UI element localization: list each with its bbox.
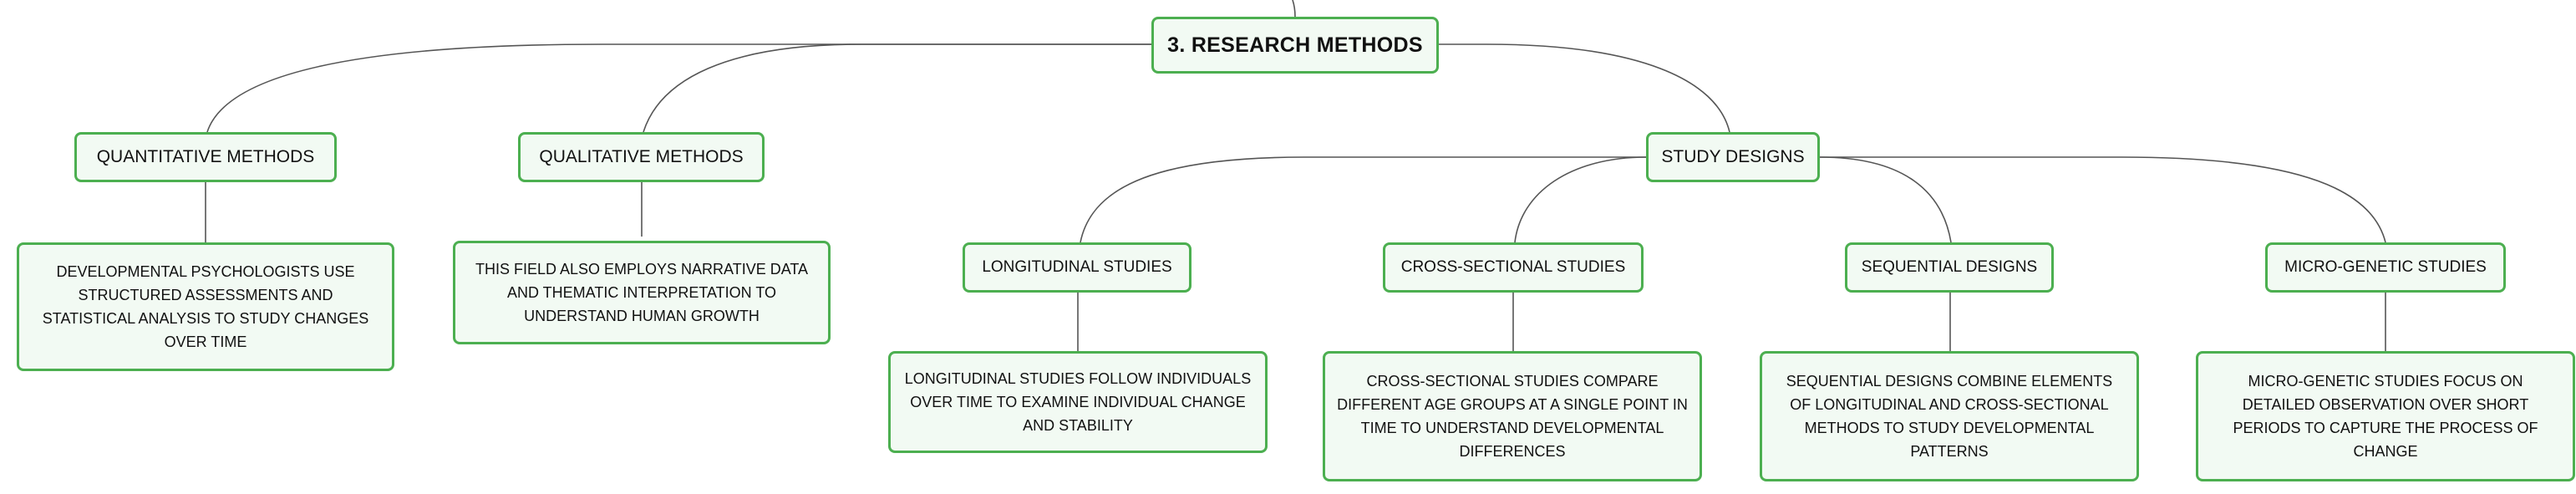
qualitative-methods-label: QUALITATIVE METHODS xyxy=(539,147,744,166)
sequential-designs-label: SEQUENTIAL DESIGNS xyxy=(1861,258,2038,276)
quantitative-methods-detail[interactable]: DEVELOPMENTAL PSYCHOLOGISTS USE STRUCTUR… xyxy=(17,242,394,371)
quantitative-methods-node[interactable]: QUANTITATIVE METHODS xyxy=(74,132,337,182)
longitudinal-studies-detail[interactable]: LONGITUDINAL STUDIES FOLLOW INDIVIDUALS … xyxy=(888,351,1268,453)
sequential-designs-node[interactable]: SEQUENTIAL DESIGNS xyxy=(1845,242,2054,293)
longitudinal-studies-label: LONGITUDINAL STUDIES xyxy=(982,258,1172,276)
cross-sectional-studies-label: CROSS-SECTIONAL STUDIES xyxy=(1400,258,1626,276)
connector-designs-micro-genetic xyxy=(1820,156,2386,243)
connector-designs-cross-sectional xyxy=(1514,156,1647,243)
longitudinal-studies-node[interactable]: LONGITUDINAL STUDIES xyxy=(963,242,1191,293)
micro-genetic-studies-label: MICRO-GENETIC STUDIES xyxy=(2284,258,2487,276)
micro-genetic-studies-detail-text: MICRO-GENETIC STUDIES FOCUS ON DETAILED … xyxy=(2233,373,2538,460)
qualitative-methods-detail-text: THIS FIELD ALSO EMPLOYS NARRATIVE DATA A… xyxy=(475,261,809,324)
micro-genetic-studies-detail[interactable]: MICRO-GENETIC STUDIES FOCUS ON DETAILED … xyxy=(2196,351,2575,481)
connector-root-qualitative xyxy=(643,43,1151,133)
connector-designs-sequential xyxy=(1819,156,1952,243)
sequential-designs-detail[interactable]: SEQUENTIAL DESIGNS COMBINE ELEMENTS OF L… xyxy=(1760,351,2139,481)
cross-sectional-studies-detail-text: CROSS-SECTIONAL STUDIES COMPARE DIFFEREN… xyxy=(1337,373,1688,460)
micro-genetic-studies-node[interactable]: MICRO-GENETIC STUDIES xyxy=(2265,242,2506,293)
connector-root-quantitative xyxy=(206,43,1151,133)
study-designs-node[interactable]: STUDY DESIGNS xyxy=(1646,132,1820,182)
sequential-designs-detail-text: SEQUENTIAL DESIGNS COMBINE ELEMENTS OF L… xyxy=(1786,373,2113,460)
study-designs-label: STUDY DESIGNS xyxy=(1661,147,1805,166)
root-node[interactable]: 3. RESEARCH METHODS xyxy=(1151,17,1439,74)
root-node-label: 3. RESEARCH METHODS xyxy=(1167,33,1423,57)
connector-designs-longitudinal xyxy=(1080,156,1646,243)
connector-root-study-designs xyxy=(1439,43,1730,133)
connector-parent-root xyxy=(1292,0,1296,18)
qualitative-methods-node[interactable]: QUALITATIVE METHODS xyxy=(518,132,765,182)
quantitative-methods-label: QUANTITATIVE METHODS xyxy=(96,147,315,166)
cross-sectional-studies-node[interactable]: CROSS-SECTIONAL STUDIES xyxy=(1383,242,1644,293)
longitudinal-studies-detail-text: LONGITUDINAL STUDIES FOLLOW INDIVIDUALS … xyxy=(904,370,1252,434)
cross-sectional-studies-detail[interactable]: CROSS-SECTIONAL STUDIES COMPARE DIFFEREN… xyxy=(1323,351,1702,481)
qualitative-methods-detail[interactable]: THIS FIELD ALSO EMPLOYS NARRATIVE DATA A… xyxy=(453,241,831,344)
quantitative-methods-detail-text: DEVELOPMENTAL PSYCHOLOGISTS USE STRUCTUR… xyxy=(42,263,369,350)
